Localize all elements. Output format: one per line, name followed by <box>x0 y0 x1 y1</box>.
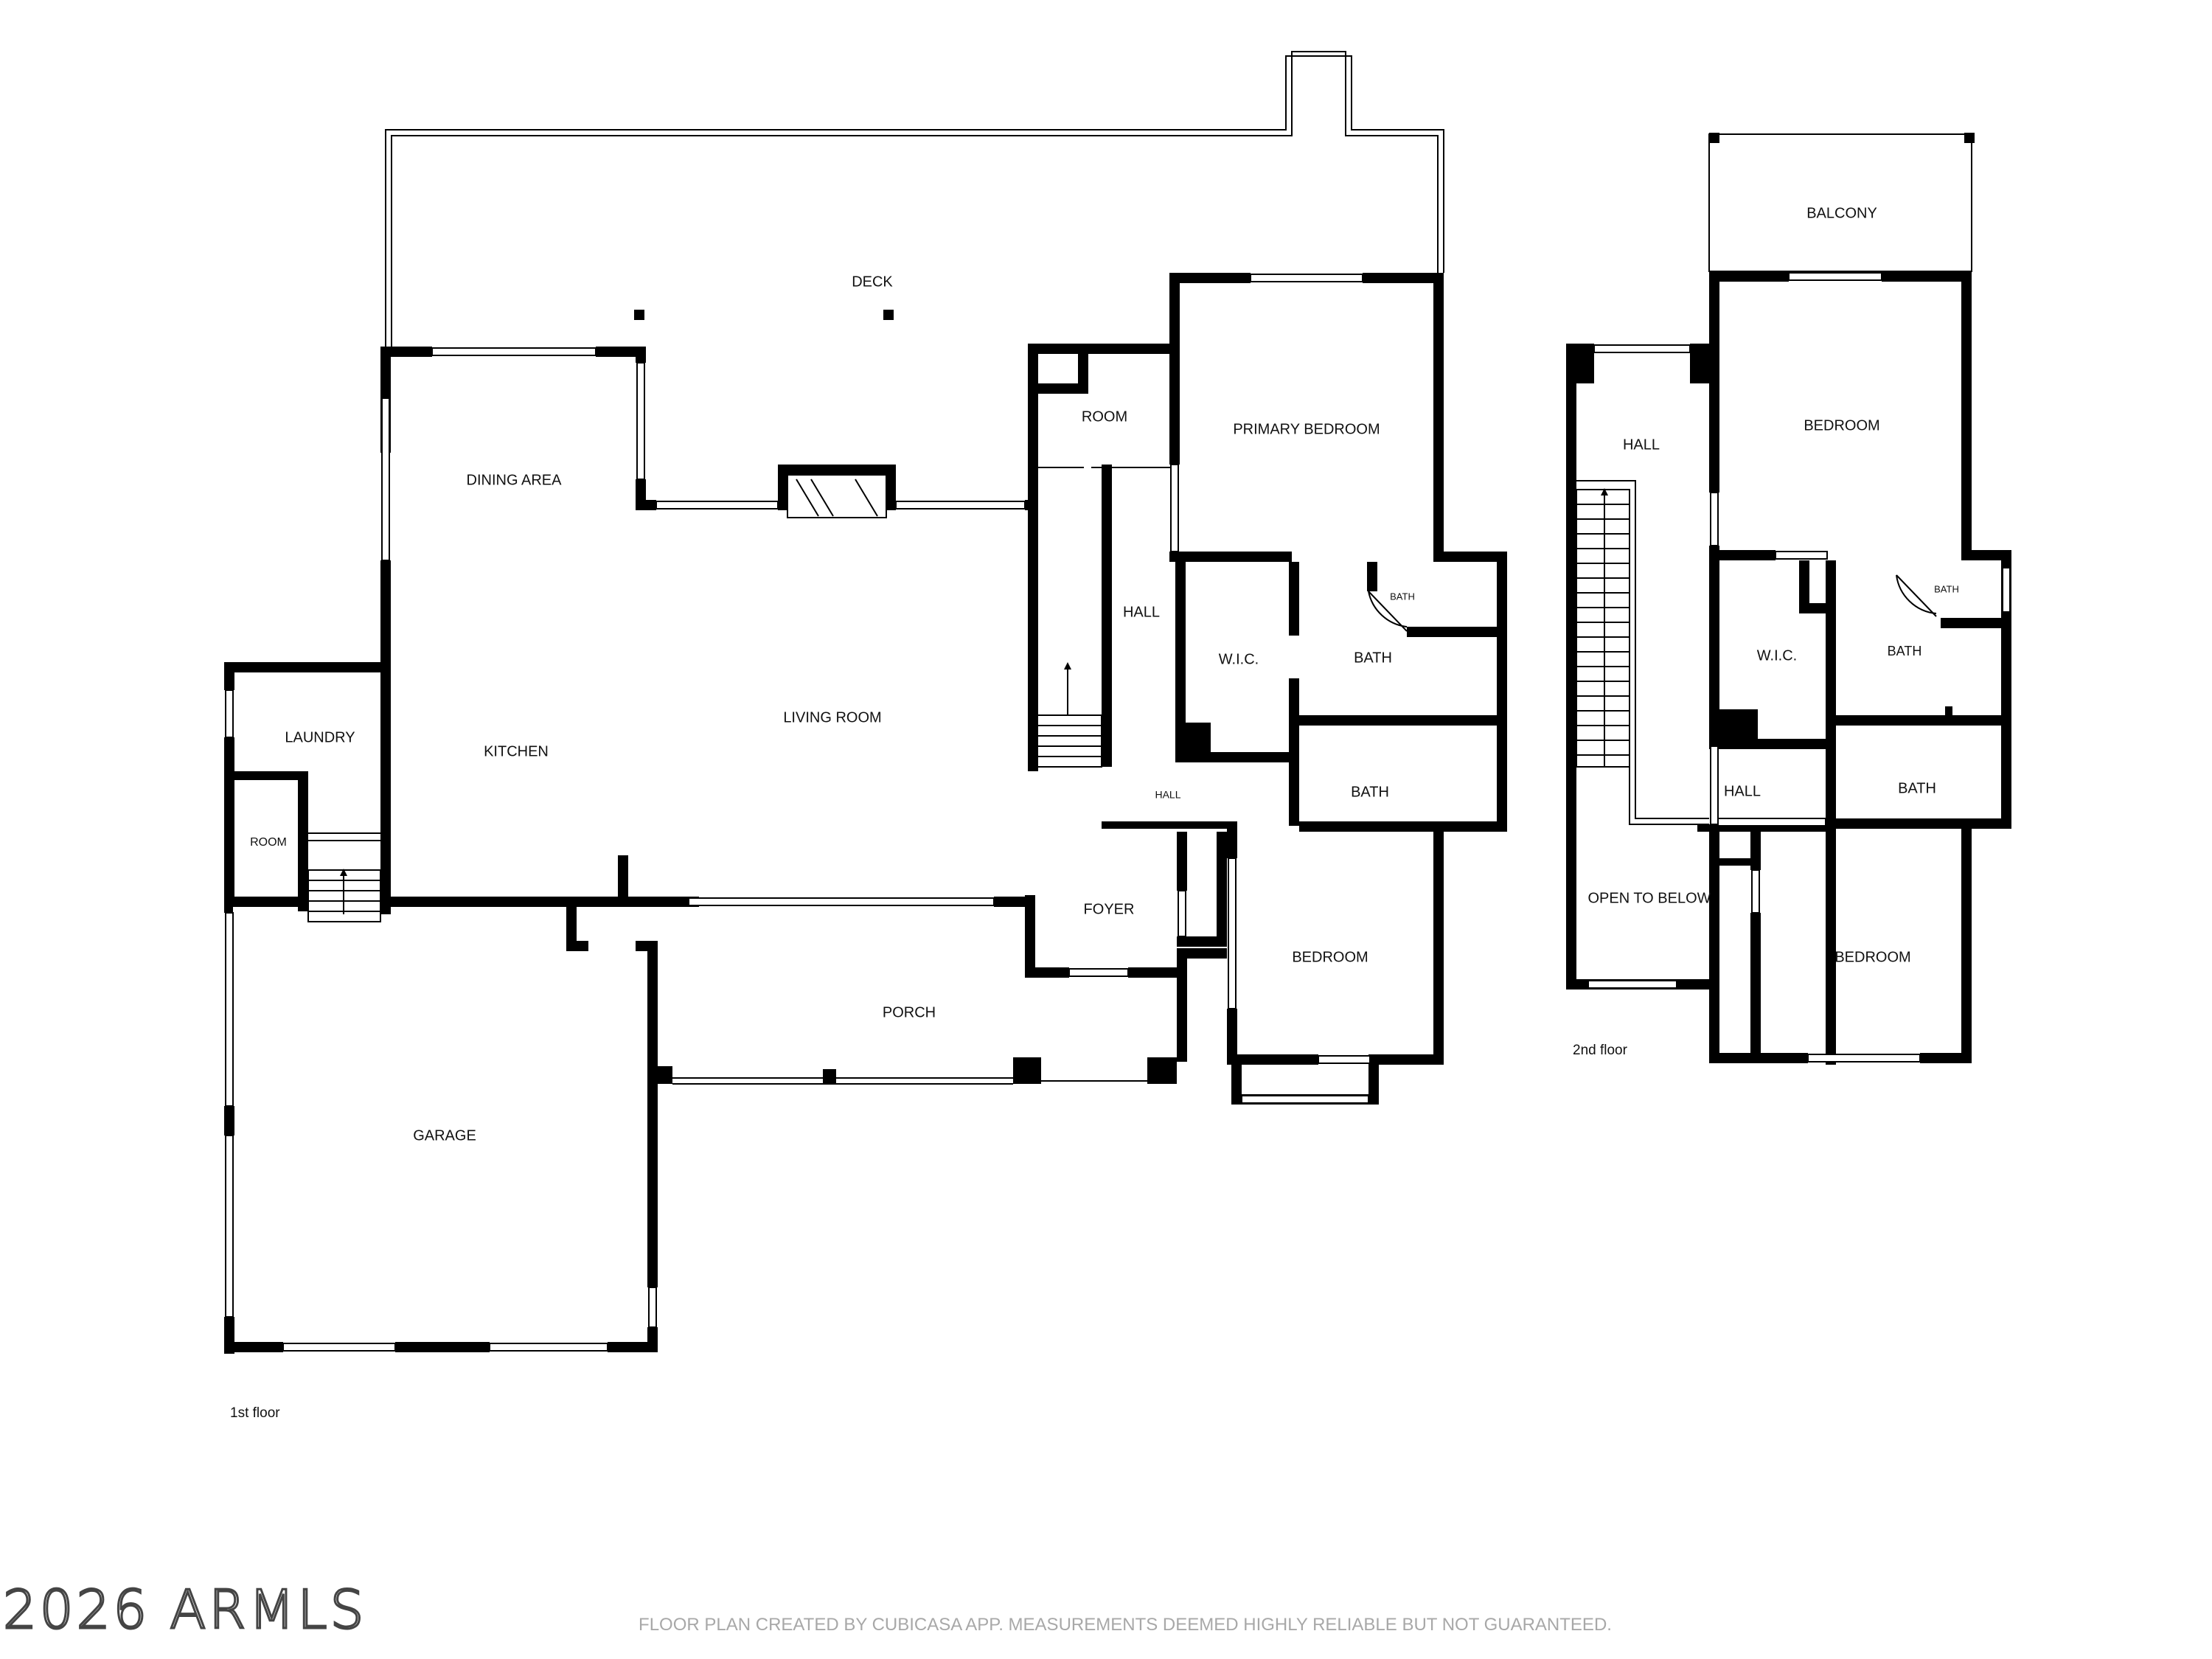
room-label-kitchen: KITCHEN <box>484 743 549 759</box>
room-label-living-room: LIVING ROOM <box>783 709 881 726</box>
second-floor-stairs <box>1576 480 1709 825</box>
fireplace <box>787 474 887 518</box>
room-label-bath-lower-upper: BATH <box>1898 780 1936 796</box>
room-label-wic: W.I.C. <box>1219 651 1259 667</box>
second-floor-door-swings <box>1896 574 1937 617</box>
room-label-bedroom-upper: BEDROOM <box>1804 417 1879 434</box>
room-label-balcony: BALCONY <box>1806 205 1877 221</box>
room-label-bath-main: BATH <box>1354 650 1392 666</box>
room-label-wic-upper: W.I.C. <box>1757 647 1797 664</box>
room-label-hall: HALL <box>1123 604 1160 620</box>
room-label-porch: PORCH <box>883 1004 936 1020</box>
room-label-primary-bedroom: PRIMARY BEDROOM <box>1233 421 1380 437</box>
balcony-outline <box>1708 133 1975 272</box>
room-label-deck: DECK <box>852 274 893 290</box>
room-label-open-to-below: OPEN TO BELOW <box>1587 890 1711 906</box>
first-floor-walls <box>224 273 1507 1354</box>
first-floor-stairs <box>307 465 1102 922</box>
bath-door-swings <box>1368 591 1408 632</box>
room-label-bath-main-upper: BATH <box>1888 644 1922 658</box>
room-label-room-upper: ROOM <box>1082 408 1127 425</box>
second-floor-plan: BALCONY HALL BEDROOM W.I.C. BATH BATH HA… <box>1566 133 2011 1065</box>
room-label-foyer: FOYER <box>1084 901 1135 917</box>
room-label-hall-small: HALL <box>1155 789 1180 801</box>
room-label-hall-upper: HALL <box>1623 437 1660 453</box>
second-floor-windows <box>1587 272 2011 1062</box>
first-floor-room-labels: DECK DINING AREA KITCHEN LIVING ROOM LAU… <box>230 274 1415 1421</box>
floor-label-second: 2nd floor <box>1573 1043 1628 1058</box>
room-label-dining-area: DINING AREA <box>467 472 563 488</box>
room-label-bedroom-lower: BEDROOM <box>1834 949 1910 965</box>
room-label-laundry: LAUNDRY <box>285 729 355 745</box>
second-floor-walls <box>1566 271 2011 1065</box>
room-label-hall-lower: HALL <box>1724 783 1761 799</box>
deck-post <box>634 310 644 320</box>
room-label-bath-small: BATH <box>1390 591 1415 602</box>
room-label-bath-small-upper: BATH <box>1934 583 1959 594</box>
first-floor-windows <box>225 274 1371 1352</box>
room-label-room-small: ROOM <box>250 836 287 849</box>
floor-label-first: 1st floor <box>230 1405 280 1421</box>
disclaimer-text: FLOOR PLAN CREATED BY CUBICASA APP. MEAS… <box>639 1615 1612 1635</box>
first-floor-plan: DECK DINING AREA KITCHEN LIVING ROOM LAU… <box>224 51 1507 1421</box>
second-floor-room-labels: BALCONY HALL BEDROOM W.I.C. BATH BATH HA… <box>1573 205 1959 1058</box>
room-label-bedroom: BEDROOM <box>1292 949 1368 965</box>
room-label-bath-lower: BATH <box>1351 784 1389 800</box>
watermark-text: 2026 ARMLS <box>3 1579 366 1641</box>
deck-outline <box>385 51 1444 349</box>
deck-post <box>883 310 894 320</box>
room-label-garage: GARAGE <box>413 1127 476 1144</box>
